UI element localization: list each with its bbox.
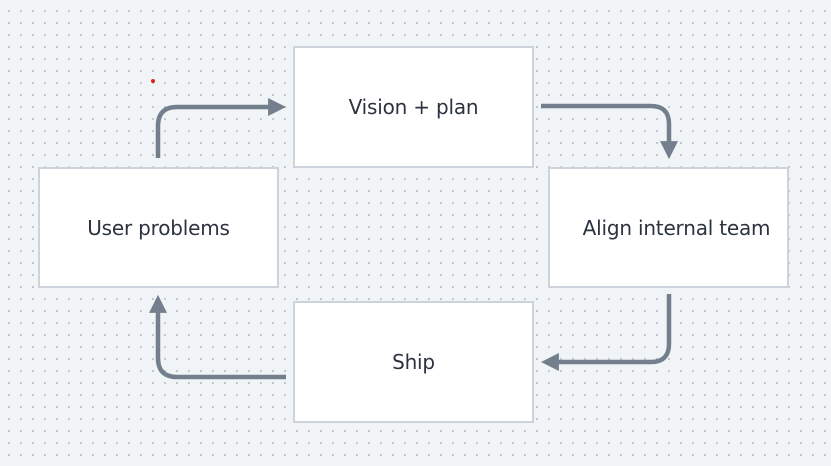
node-ship-label: Ship [392, 350, 435, 374]
node-align-internal-team[interactable]: Align internal team [548, 167, 789, 288]
arrow-user-problems-to-vision-plan[interactable] [155, 98, 287, 158]
cursor-dot [151, 79, 155, 83]
node-align-internal-team-label: Align internal team [582, 215, 771, 240]
arrow-align-internal-team-to-ship[interactable] [540, 294, 672, 371]
node-vision-plan[interactable]: Vision + plan [293, 46, 534, 168]
arrow-vision-plan-to-align-internal-team[interactable] [541, 103, 678, 160]
node-user-problems-label: User problems [87, 215, 230, 240]
node-vision-plan-label: Vision + plan [348, 95, 479, 119]
node-ship[interactable]: Ship [293, 301, 534, 423]
arrow-ship-to-user-problems[interactable] [149, 294, 286, 380]
node-user-problems[interactable]: User problems [38, 167, 279, 288]
